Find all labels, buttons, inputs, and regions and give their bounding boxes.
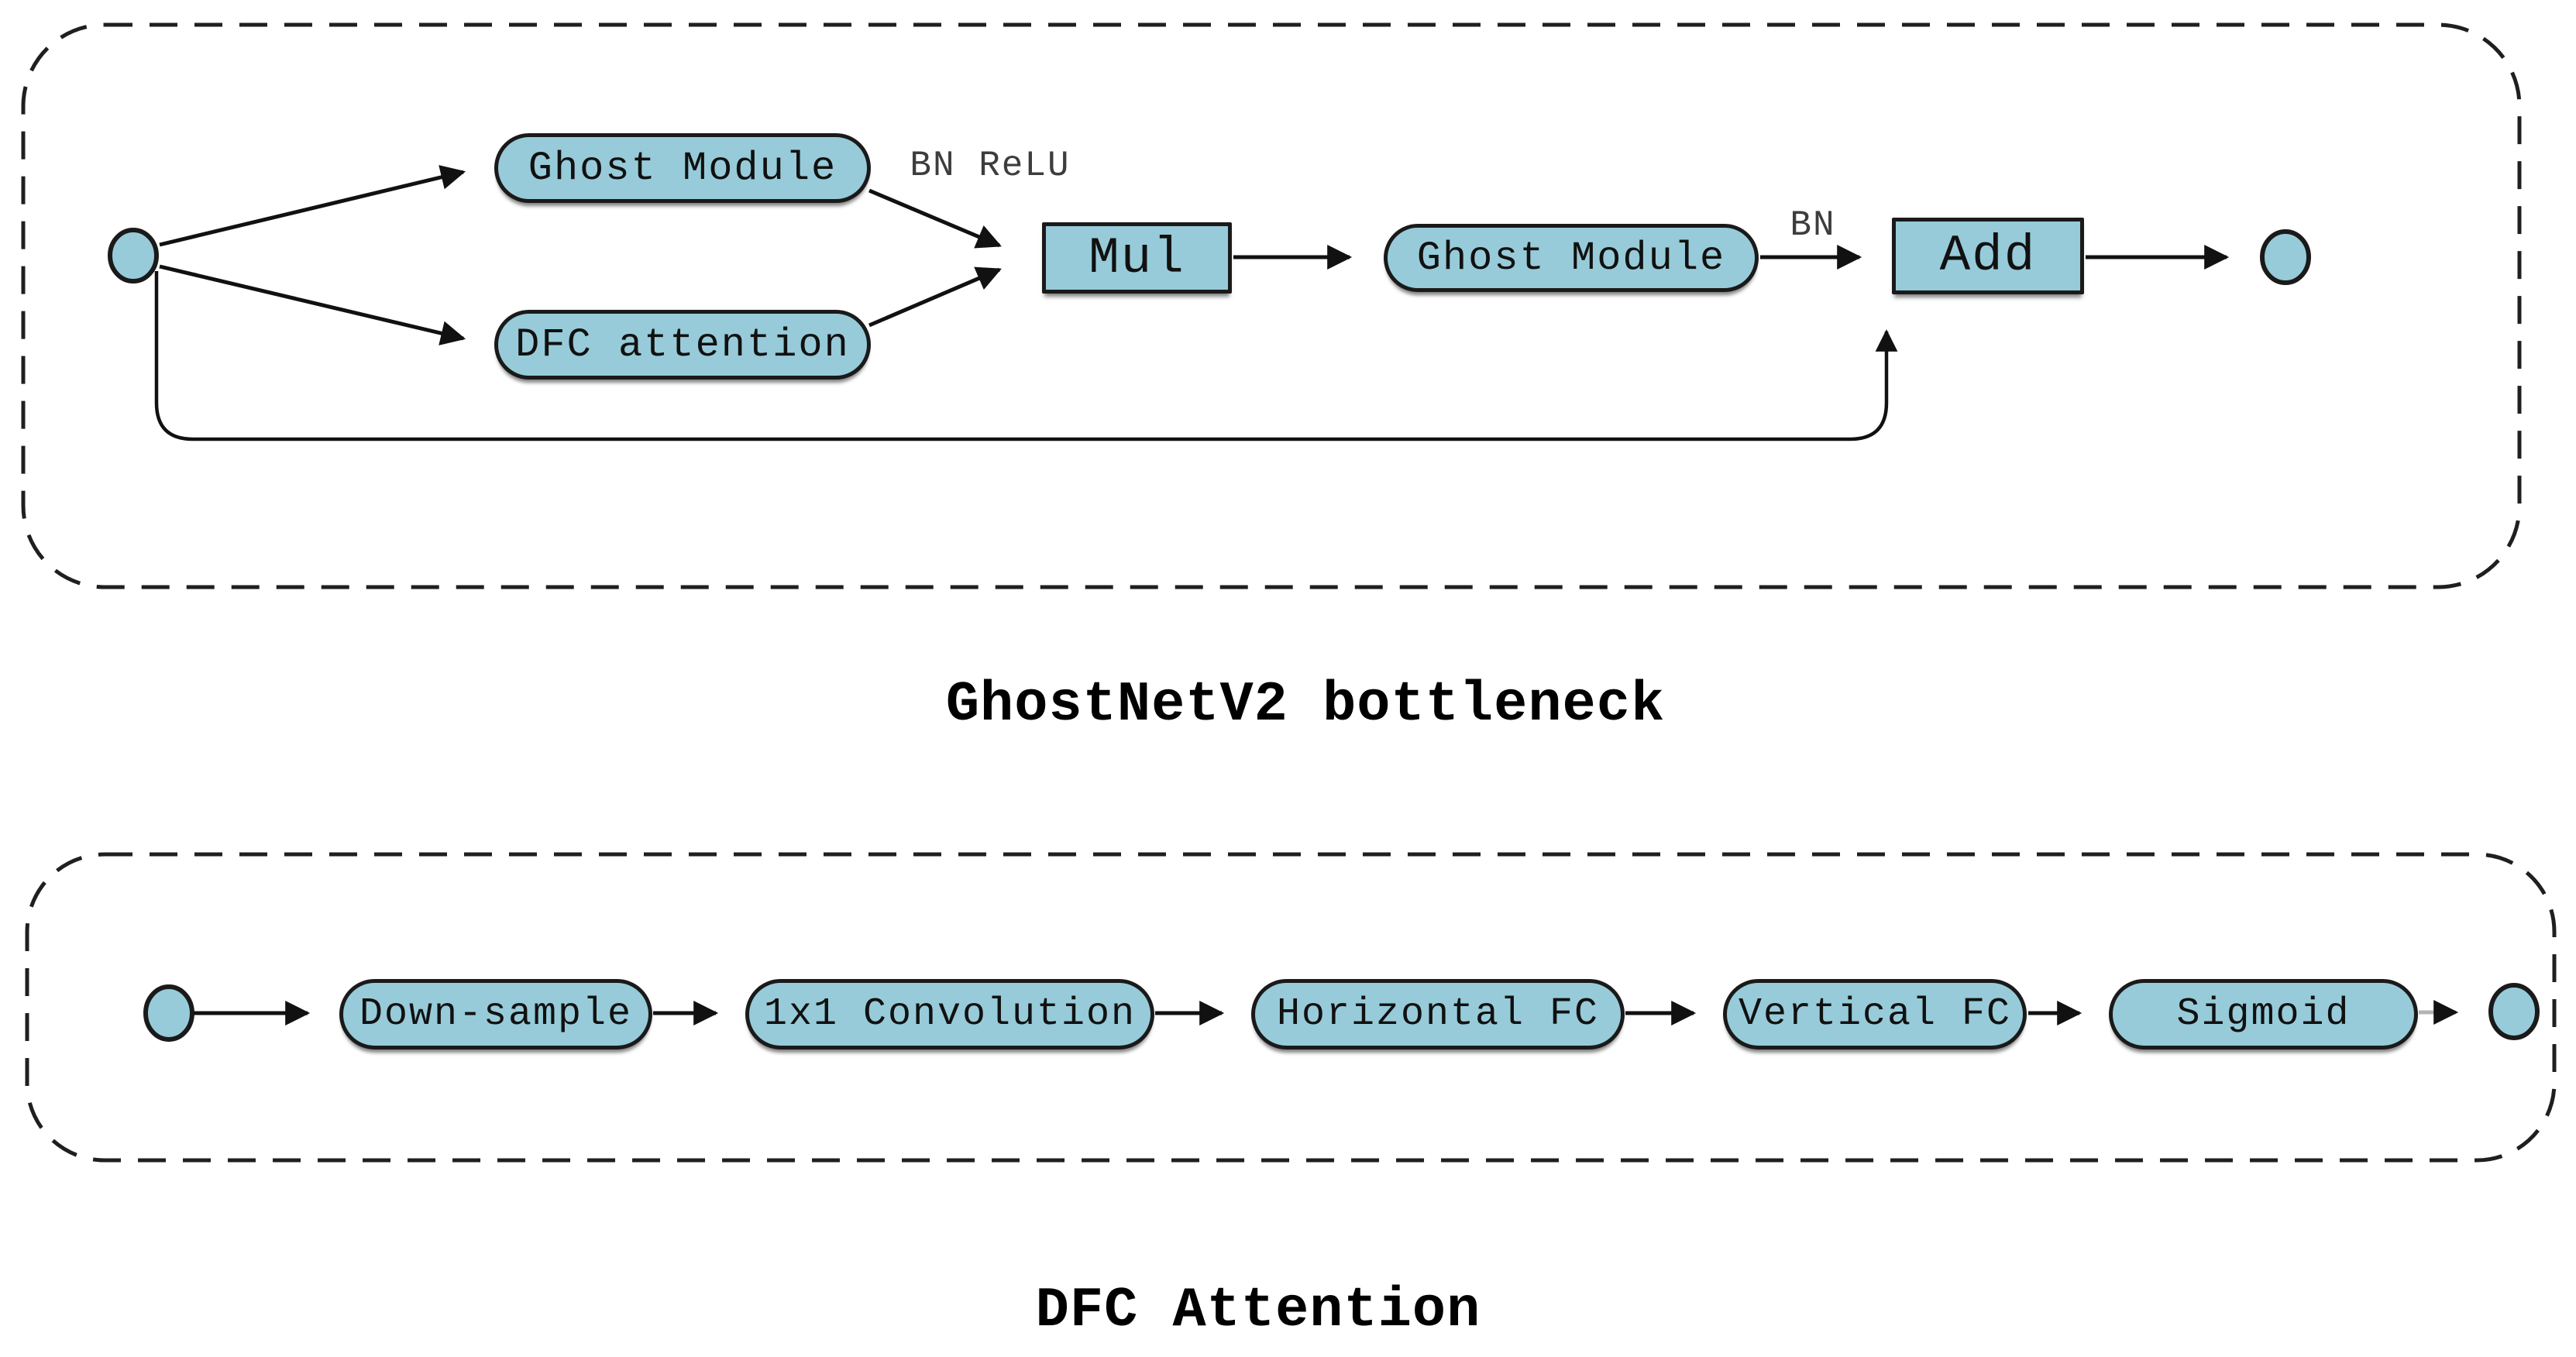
node-label: Mul <box>1089 228 1185 287</box>
node-ghost-module-2: Ghost Module <box>1384 224 1759 292</box>
bottleneck-container-border <box>21 22 2522 589</box>
bn-relu-annotation: BN ReLU <box>910 146 1071 186</box>
node-1x1-convolution: 1x1 Convolution <box>745 979 1154 1050</box>
arrow-dfc-attention-to-mul <box>868 266 1002 328</box>
dfc-attention-diagram-title: DFC Attention <box>1035 1279 1481 1342</box>
node-label: Add <box>1939 227 2037 285</box>
arrow-ghost-module-1-to-mul <box>868 188 1002 249</box>
arrow-input-to-ghost-module-1 <box>159 165 466 247</box>
bn-annotation: BN <box>1790 205 1836 246</box>
skip-connection <box>154 271 1898 441</box>
node-mul: Mul <box>1042 222 1232 294</box>
node-down-sample: Down-sample <box>339 979 652 1050</box>
node-label: Horizontal FC <box>1276 992 1600 1036</box>
node-add: Add <box>1892 218 2084 294</box>
node-label: Ghost Module <box>1416 235 1726 281</box>
node-label: DFC attention <box>515 321 850 368</box>
node-label: Sigmoid <box>2176 992 2351 1036</box>
dfc-input-terminal <box>143 984 194 1042</box>
node-ghost-module-1: Ghost Module <box>494 133 871 203</box>
node-label: 1x1 Convolution <box>763 992 1137 1036</box>
node-label: Vertical FC <box>1738 992 2012 1036</box>
dfc-output-terminal <box>2488 983 2540 1040</box>
node-sigmoid: Sigmoid <box>2109 979 2418 1050</box>
arrow-input-to-dfc-attention <box>159 264 466 345</box>
bottleneck-input-terminal <box>108 228 159 283</box>
node-label: Down-sample <box>359 992 633 1036</box>
node-dfc-attention: DFC attention <box>494 310 871 380</box>
node-vertical-fc: Vertical FC <box>1723 979 2027 1050</box>
dfc-attention-container-border <box>25 852 2557 1163</box>
bottleneck-diagram-title: GhostNetV2 bottleneck <box>945 673 1666 737</box>
bottleneck-output-terminal <box>2260 229 2311 285</box>
node-label: Ghost Module <box>528 145 837 191</box>
node-horizontal-fc: Horizontal FC <box>1251 979 1625 1050</box>
